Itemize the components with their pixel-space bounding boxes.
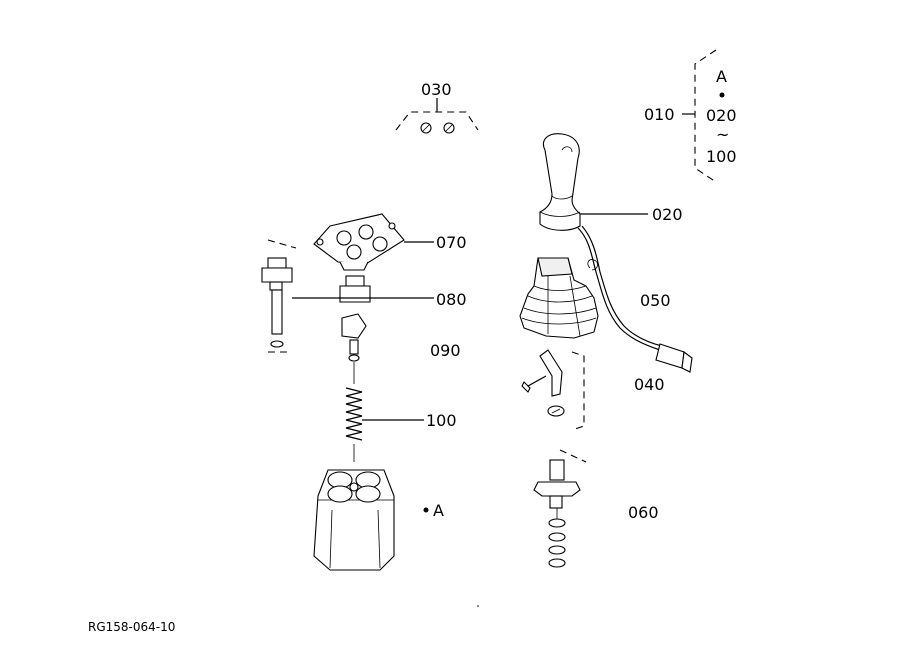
part-020-joystick-grip: [539, 133, 693, 373]
part-060-shaft: [533, 449, 587, 568]
stray-dot: [477, 605, 479, 607]
callout-020: 020: [652, 205, 683, 224]
part-080-plunger: [339, 275, 371, 362]
callout-040: 040: [634, 375, 665, 394]
callout-060: 060: [628, 503, 659, 522]
callout-a: A: [433, 501, 444, 520]
callout-050: 050: [640, 291, 671, 310]
part-100-spring: [345, 362, 363, 441]
part-040-lever: [521, 349, 585, 431]
callout-100: 100: [426, 411, 457, 430]
figure-code: RG158-064-10: [88, 620, 175, 634]
part-050-boot: [519, 257, 599, 339]
legend-line-tilde: ~: [716, 125, 729, 144]
callout-070: 070: [436, 233, 467, 252]
ref-dot-a: [423, 507, 429, 513]
assembly-bracket: [682, 49, 725, 183]
part-030-screws: [395, 98, 479, 134]
valve-body: [313, 444, 395, 571]
part-070-plate: [267, 213, 405, 271]
callout-090: 090: [430, 341, 461, 360]
legend-line-020: 020: [706, 106, 737, 125]
plunger-side: [261, 257, 293, 353]
callout-030: 030: [421, 80, 452, 99]
legend-line-100: 100: [706, 147, 737, 166]
legend-line-a: A: [716, 67, 727, 86]
callout-080: 080: [436, 290, 467, 309]
callout-010: 010: [644, 105, 675, 124]
